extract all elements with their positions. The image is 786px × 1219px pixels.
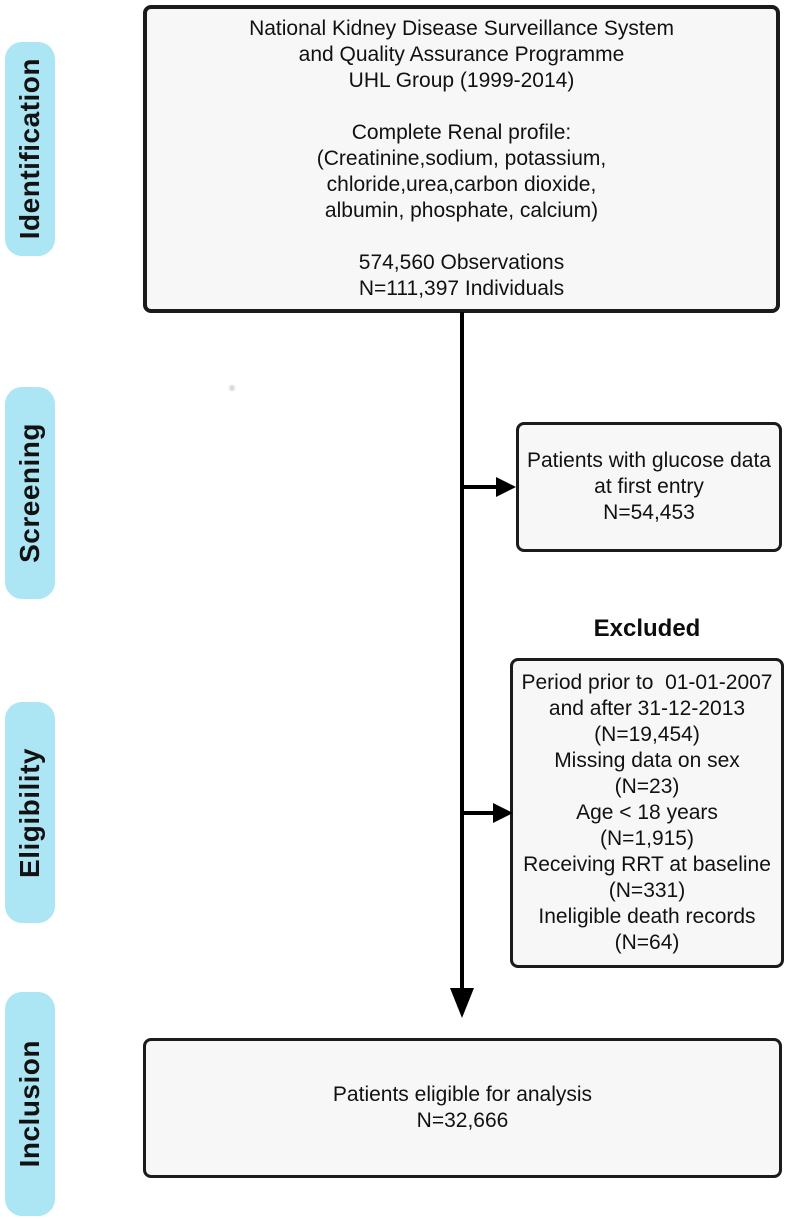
text-line: Patients eligible for analysis [332, 1083, 593, 1106]
branch-arrow-line-screening [462, 485, 496, 489]
text-line: N=32,666 [416, 1109, 509, 1132]
text-line: Age < 18 years [576, 801, 718, 824]
excluded-box: Period prior to 01-01-2007 and after 31-1… [510, 658, 784, 968]
text-line: (N=19,454) [594, 723, 700, 746]
text-line: and after 31-12-2013 [548, 697, 746, 720]
text-line: (N=1,915) [600, 827, 694, 850]
stage-pill-inclusion: Inclusion [5, 992, 55, 1216]
text-line: at first entry [594, 475, 704, 498]
right-arrowhead-icon-excluded [493, 803, 513, 823]
stage-pill-eligibility: Eligibility [5, 702, 55, 923]
text-line: and Quality Assurance Programme [298, 43, 625, 66]
text-line: N=111,397 Individuals [358, 277, 565, 300]
text-line: albumin, phosphate, calcium) [324, 199, 599, 222]
down-arrowhead-icon [450, 988, 474, 1018]
text-line: (N=331) [608, 879, 686, 902]
text-line: National Kidney Disease Surveillance Sys… [249, 17, 674, 40]
text-line: chloride,urea,carbon dioxide, [326, 173, 597, 196]
text-line: (N=64) [614, 931, 680, 954]
stage-pill-identification: Identification [5, 42, 55, 256]
text-line: 574,560 Observations [358, 251, 565, 274]
stage-label-screening: Screening [14, 423, 45, 563]
text-line: (N=23) [614, 775, 680, 798]
main-flow-arrow-line [460, 312, 464, 989]
text-line: Ineligible death records [538, 905, 756, 928]
branch-arrow-line-excluded [462, 811, 493, 815]
text-line: Patients with glucose data [527, 449, 771, 472]
stage-label-eligibility: Eligibility [14, 747, 45, 878]
text-line: UHL Group (1999-2014) [348, 69, 575, 92]
screening-box: Patients with glucose data at first entry… [516, 422, 782, 552]
text-line: Complete Renal profile: [351, 121, 572, 144]
text-line: Missing data on sex [554, 749, 740, 772]
excluded-title: Excluded [593, 615, 701, 642]
right-arrowhead-icon-screening [496, 477, 516, 497]
text-line: Receiving RRT at baseline [523, 853, 771, 876]
text-line: Period prior to 01-01-2007 [521, 671, 773, 694]
source-population-box: National Kidney Disease Surveillance Sys… [143, 5, 780, 313]
stray-dot [229, 385, 235, 391]
stage-label-inclusion: Inclusion [14, 1040, 45, 1168]
text-line: (Creatinine,sodium, potassium, [316, 147, 607, 170]
text-line: N=54,453 [603, 501, 695, 524]
stage-pill-screening: Screening [5, 387, 55, 599]
stage-label-identification: Identification [14, 58, 45, 240]
